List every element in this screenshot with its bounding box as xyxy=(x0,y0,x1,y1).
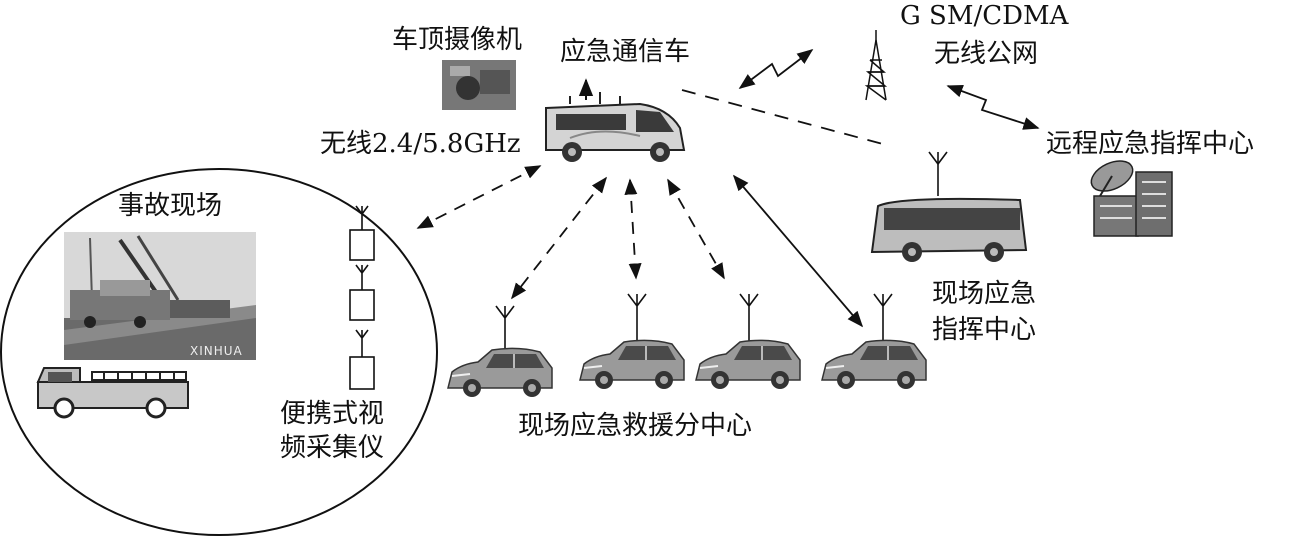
car-icon xyxy=(579,293,685,390)
emergency-vehicle-label: 应急通信车 xyxy=(560,37,691,67)
remote-command-label: 远程应急指挥中心 xyxy=(1046,129,1255,159)
portable-collector-label-line1: 便携式视 xyxy=(280,399,385,429)
radio-tower-icon xyxy=(864,30,888,101)
public-network-label-line1: G SM/CDMA xyxy=(900,1,1069,31)
onsite-command-label-line1: 现场应急 xyxy=(932,279,1037,309)
accident-scene-label: 事故现场 xyxy=(118,191,223,221)
satellite-dish-icon xyxy=(1090,160,1134,197)
wireless-band-label: 无线2.4/5.8GHz xyxy=(320,129,521,159)
accident-scene-boundary xyxy=(0,168,438,536)
photo-watermark: XINHUA xyxy=(190,344,243,358)
link-van-car-3 xyxy=(667,178,725,280)
accident-scene-photo xyxy=(64,232,256,360)
link-van-car-1 xyxy=(511,176,607,300)
wireless-link-network-remote xyxy=(946,84,1040,130)
camera-icon xyxy=(442,60,516,110)
portable-video-collector xyxy=(349,205,375,390)
dashed-link-van-command xyxy=(681,89,891,147)
roof-camera-label: 车顶摄像机 xyxy=(392,25,523,55)
link-van-car-4 xyxy=(732,174,864,328)
rescue-subcenter-label: 现场应急救援分中心 xyxy=(518,411,753,441)
communication-van-icon xyxy=(545,92,686,162)
wireless-link-van-network xyxy=(738,49,814,89)
fire-truck-icon xyxy=(36,367,189,419)
link-van-car-2 xyxy=(624,178,642,280)
car-icon xyxy=(695,293,801,390)
bus-icon xyxy=(870,151,1028,262)
public-network-label-line2: 无线公网 xyxy=(934,39,1039,69)
car-icon xyxy=(821,293,927,390)
link-van-portable xyxy=(416,165,542,229)
portable-collector-label-line2: 频采集仪 xyxy=(280,433,385,463)
car-icon xyxy=(447,305,553,398)
remote-command-building xyxy=(1093,171,1173,237)
onsite-command-label-line2: 指挥中心 xyxy=(932,315,1037,345)
